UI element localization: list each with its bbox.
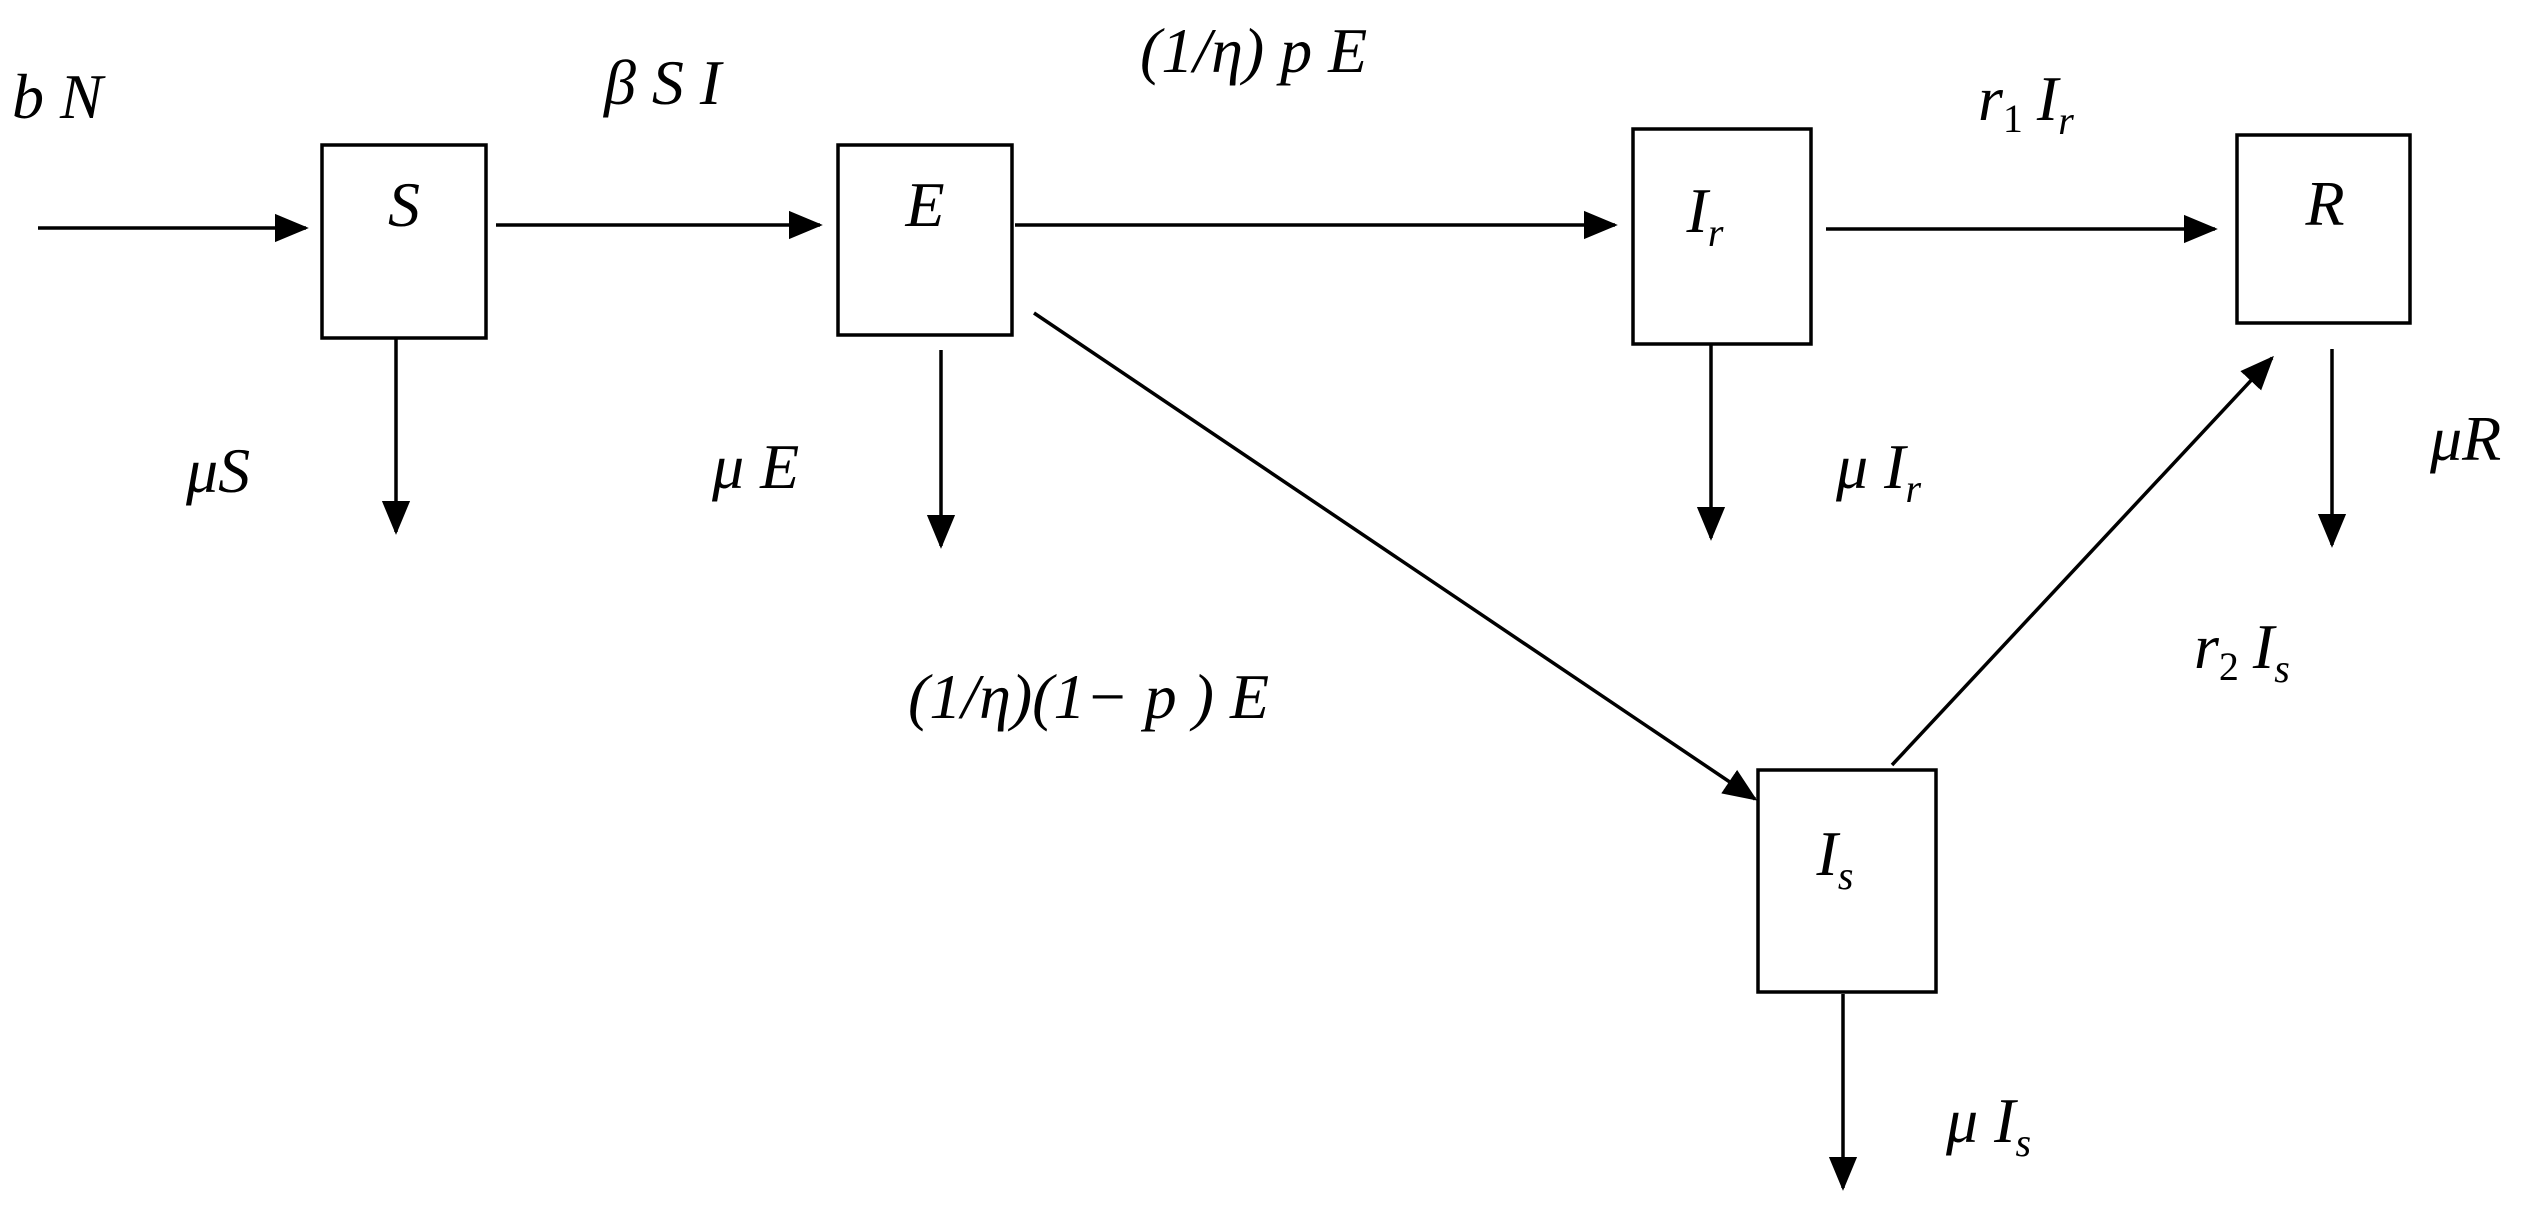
node-is-label: Is bbox=[1816, 818, 1854, 898]
node-is-label-base: I bbox=[1816, 818, 1841, 889]
infection-label: β S I bbox=[602, 47, 724, 118]
is-to-r-arrow bbox=[1890, 355, 2274, 767]
node-e: E bbox=[836, 143, 1014, 337]
is-recovery-coef-sub: 2 bbox=[2219, 644, 2239, 689]
ir-recovery-coef-sub: 1 bbox=[2003, 96, 2023, 141]
is-recovery-sub: s bbox=[2274, 646, 2290, 691]
node-ir-box bbox=[1631, 127, 1813, 346]
node-is: Is bbox=[1756, 768, 1938, 994]
is-recovery-coef: r bbox=[2194, 611, 2220, 682]
e-to-is-rate-label: (1/η)(1− p ) E bbox=[908, 661, 1269, 732]
node-ir: Ir bbox=[1631, 127, 1813, 346]
inflow-label: b N bbox=[12, 61, 106, 132]
ir-recovery-sub: r bbox=[2058, 98, 2074, 143]
ir-recovery-coef: r bbox=[1978, 63, 2004, 134]
node-s-label: S bbox=[388, 169, 420, 240]
death-ir-label: μ Ir bbox=[1835, 431, 1921, 511]
node-r-label: R bbox=[2304, 168, 2344, 239]
node-ir-label: Ir bbox=[1686, 175, 1724, 255]
node-ir-label-base: I bbox=[1686, 175, 1711, 246]
is-recovery-base: I bbox=[2252, 611, 2277, 682]
death-r-label: μR bbox=[2429, 403, 2501, 474]
node-e-box bbox=[836, 143, 1014, 337]
death-is-sub: s bbox=[2015, 1120, 2031, 1165]
node-s-box bbox=[320, 143, 488, 340]
node-is-label-sub: s bbox=[1838, 853, 1854, 898]
death-ir-base: μ I bbox=[1835, 431, 1908, 502]
death-s-label: μS bbox=[185, 435, 250, 506]
death-is-label: μ Is bbox=[1945, 1085, 2031, 1165]
death-is-base: μ I bbox=[1945, 1085, 2018, 1156]
node-e-label: E bbox=[904, 169, 944, 240]
node-ir-label-sub: r bbox=[1708, 210, 1724, 255]
e-to-is-arrow bbox=[1033, 311, 1758, 801]
ir-recovery-base: I bbox=[2036, 63, 2061, 134]
node-is-box bbox=[1756, 768, 1938, 994]
death-ir-sub: r bbox=[1905, 466, 1921, 511]
node-r: R bbox=[2235, 133, 2412, 325]
e-to-ir-rate-label: (1/η) p E bbox=[1140, 15, 1367, 86]
node-r-box bbox=[2235, 133, 2412, 325]
node-s: S bbox=[320, 143, 488, 340]
death-e-label: μ E bbox=[711, 431, 799, 502]
